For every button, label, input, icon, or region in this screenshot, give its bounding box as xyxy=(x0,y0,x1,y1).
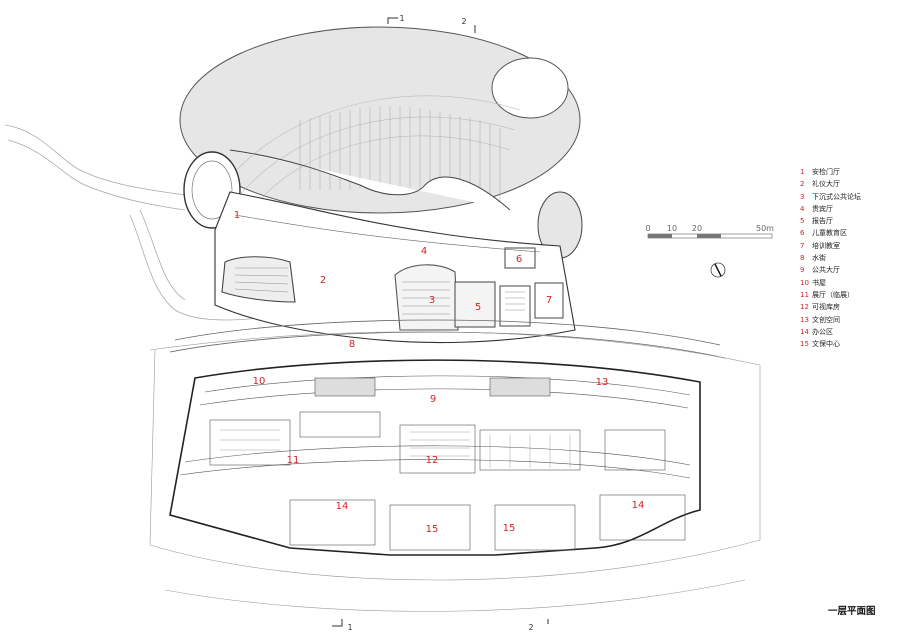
north-block-detail xyxy=(234,267,525,315)
legend-number: 3 xyxy=(800,192,805,201)
room-label-6: 6 xyxy=(516,254,522,265)
legend-label: 报告厅 xyxy=(812,217,833,226)
legend-number: 6 xyxy=(800,229,805,238)
section-mark-1-top: 1 xyxy=(399,14,404,23)
room-label-15b: 15 xyxy=(503,523,516,534)
north-arrow-icon xyxy=(710,262,726,278)
legend-label: 公共大厅 xyxy=(812,266,840,275)
legend-label: 儿童教育区 xyxy=(812,229,847,238)
south-block xyxy=(169,359,701,556)
section-mark-2-bottom: 2 xyxy=(528,623,533,632)
legend-number: 1 xyxy=(800,168,805,176)
legend-item: 4 贵宾厅 xyxy=(800,203,896,215)
room-label-10: 10 xyxy=(253,376,266,387)
legend-label: 安检门厅 xyxy=(812,168,840,176)
legend-item: 6 儿童教育区 xyxy=(800,227,896,239)
legend-number: 11 xyxy=(800,290,809,299)
scale-label-50m: 50m xyxy=(756,224,774,233)
legend-label: 培训教室 xyxy=(812,241,840,250)
legend-number: 2 xyxy=(800,180,805,189)
legend-number: 14 xyxy=(800,327,809,336)
legend-item: 5 报告厅 xyxy=(800,215,896,227)
legend-label: 贵宾厅 xyxy=(812,204,833,213)
legend-label: 下沉式公共论坛 xyxy=(812,192,861,201)
site-arcs xyxy=(149,331,761,612)
room-label-7: 7 xyxy=(546,295,552,306)
legend-number: 9 xyxy=(800,266,805,275)
legend-label: 文创空间 xyxy=(812,315,840,324)
scale-label-10: 10 xyxy=(667,224,677,233)
scale-label-0: 0 xyxy=(645,224,650,233)
section-mark-1-bottom: 1 xyxy=(347,623,352,632)
legend-number: 7 xyxy=(800,241,805,250)
legend-number: 8 xyxy=(800,254,805,263)
legend-item: 2 礼仪大厅 xyxy=(800,178,896,190)
room-label-14a: 14 xyxy=(336,501,349,512)
room-label-4: 4 xyxy=(421,246,427,257)
room-label-1: 1 xyxy=(234,210,240,221)
room-label-2: 2 xyxy=(320,275,326,286)
room-label-9: 9 xyxy=(430,394,436,405)
legend-item: 8 水街 xyxy=(800,252,896,264)
canopy-roof xyxy=(179,26,581,214)
legend-item: 1 安检门厅 xyxy=(800,166,896,178)
landscape-paths xyxy=(4,124,281,321)
plan-title: 一层平面图 xyxy=(828,606,876,617)
legend-label: 可视库房 xyxy=(812,303,840,312)
legend-item: 9 公共大厅 xyxy=(800,264,896,276)
scale-bar xyxy=(647,233,773,239)
room-label-5: 5 xyxy=(475,302,481,313)
legend-item: 3 下沉式公共论坛 xyxy=(800,191,896,203)
legend-label: 礼仪大厅 xyxy=(812,180,840,189)
room-label-13: 13 xyxy=(596,377,609,388)
room-label-8: 8 xyxy=(349,339,355,350)
legend-number: 15 xyxy=(800,340,809,349)
legend-label: 文保中心 xyxy=(812,340,840,349)
legend-number: 13 xyxy=(800,315,809,324)
legend-number: 5 xyxy=(800,217,805,226)
room-label-14b: 14 xyxy=(632,500,645,511)
legend-label: 书屋 xyxy=(812,278,826,287)
north-block xyxy=(214,191,576,344)
room-label-11: 11 xyxy=(287,455,300,466)
legend-item: 7 培训教室 xyxy=(800,240,896,252)
section-cut-marks xyxy=(332,17,549,627)
legend-label: 水街 xyxy=(812,254,826,263)
legend-number: 4 xyxy=(800,204,805,213)
room-label-3: 3 xyxy=(429,295,435,306)
scale-label-20: 20 xyxy=(692,224,702,233)
room-label-12: 12 xyxy=(426,455,439,466)
legend-number: 10 xyxy=(800,278,809,287)
legend-label: 办公区 xyxy=(812,327,833,336)
room-label-15a: 15 xyxy=(426,524,439,535)
legend-number: 12 xyxy=(800,303,809,312)
room-legend: 1 安检门厅 2 礼仪大厅 3 下沉式公共论坛 4 贵宾厅 5 报告厅 6 儿童教育区 7 培训教室 8 水街… xyxy=(800,166,896,350)
legend-label: 展厅（临展） xyxy=(812,290,854,299)
section-mark-2-top: 2 xyxy=(461,17,466,26)
